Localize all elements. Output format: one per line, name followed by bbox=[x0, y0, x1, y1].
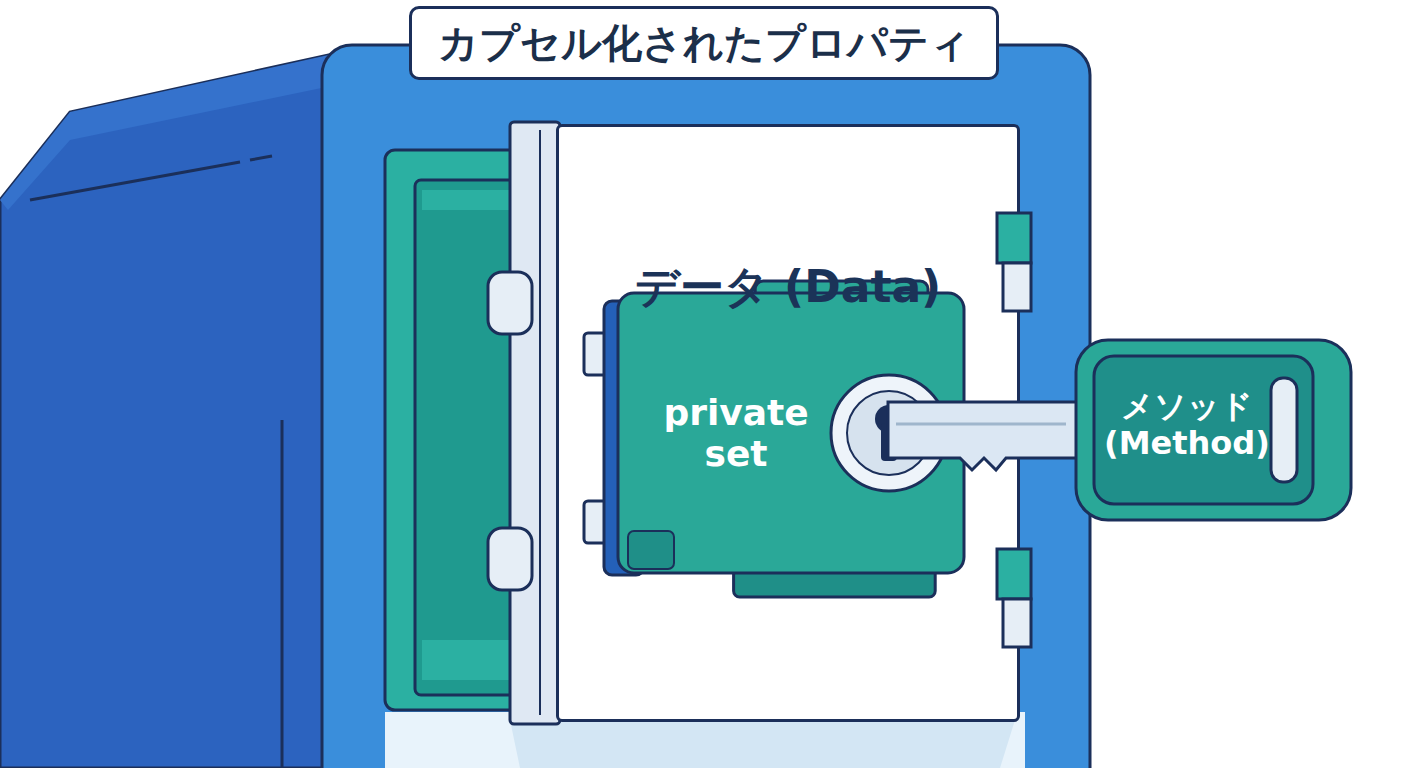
key-label: メソッド (Method) bbox=[1098, 388, 1276, 462]
title-box: カプセル化されたプロパティ bbox=[409, 6, 999, 80]
lock-label: private set bbox=[636, 392, 836, 475]
key-head: メソッド (Method) bbox=[1076, 340, 1351, 520]
title-text: カプセル化されたプロパティ bbox=[438, 19, 970, 67]
data-label: データ (Data) bbox=[579, 262, 997, 313]
